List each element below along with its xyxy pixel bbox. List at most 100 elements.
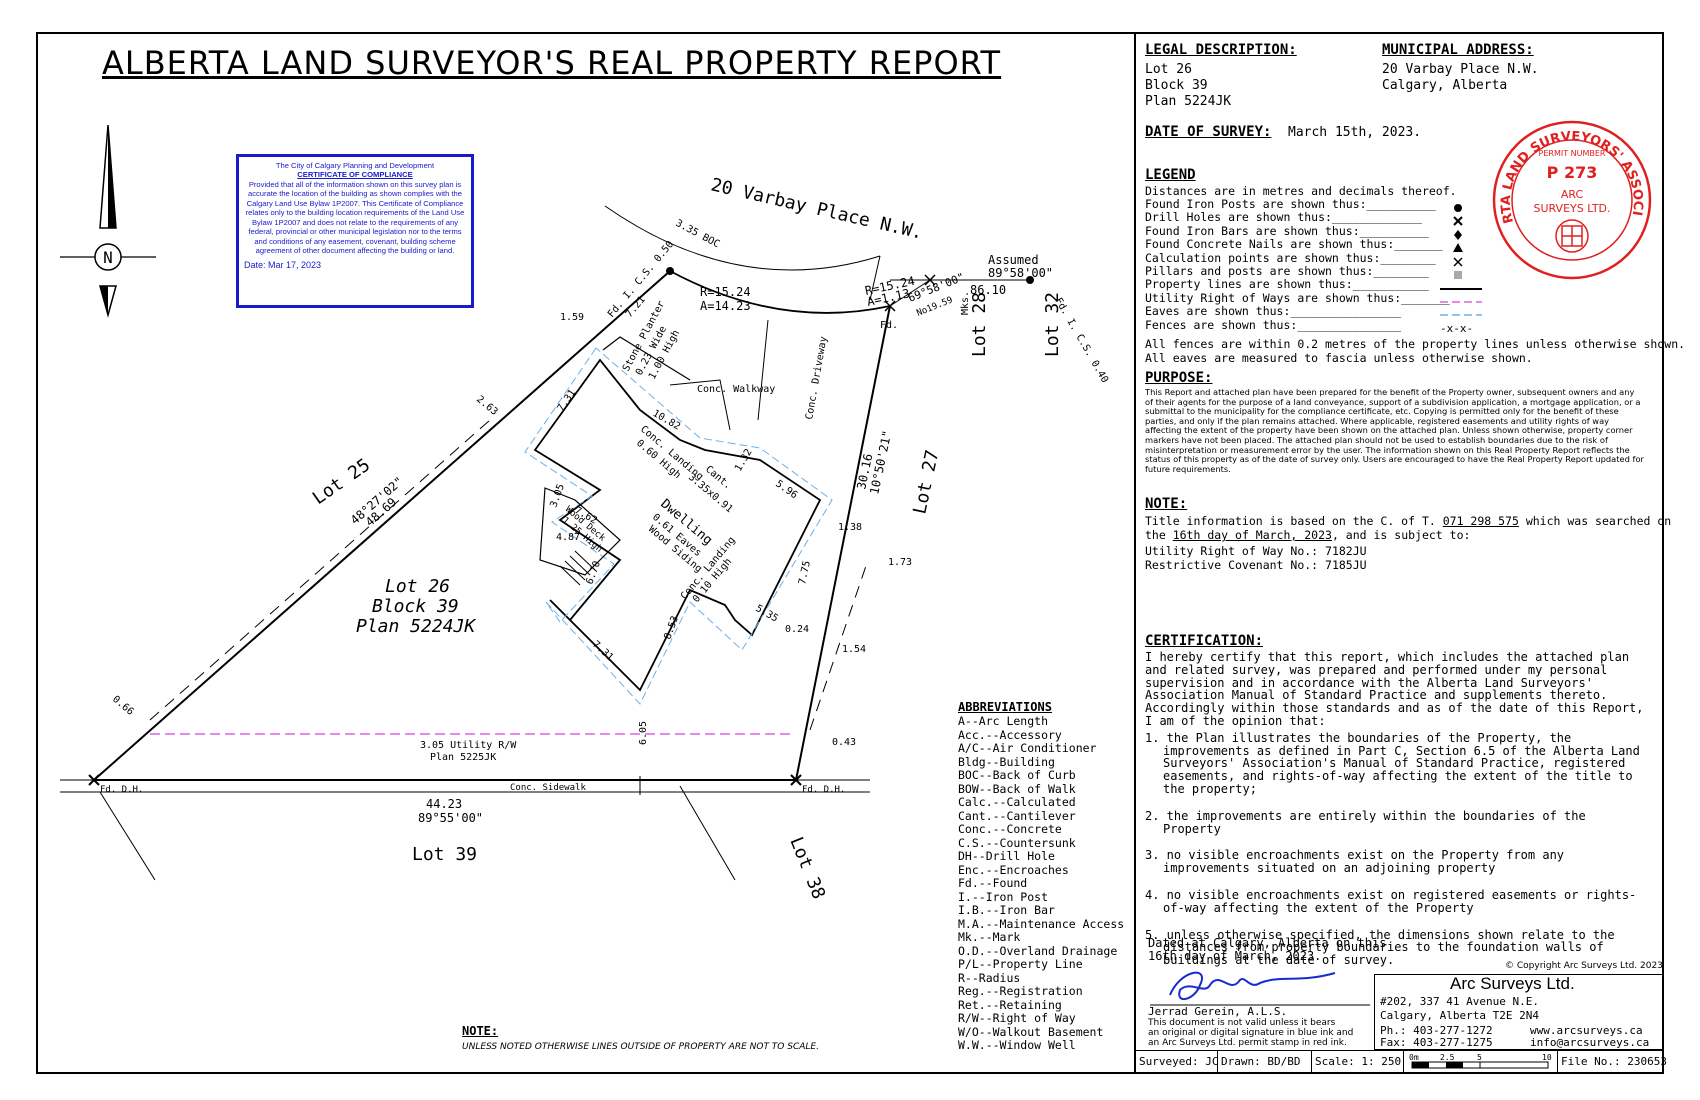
certificate-dept: The City of Calgary Planning and Develop… — [275, 161, 435, 170]
surveyed-by: Surveyed: JC — [1136, 1050, 1218, 1074]
legend-item: Drill Holes are shown thus:_____________ — [1145, 210, 1422, 225]
assumed-bearing: 89°58'00" — [988, 266, 1053, 280]
company-address-2: Calgary, Alberta T2E 2N4 — [1380, 1009, 1539, 1022]
dim-0-43: 0.43 — [832, 737, 856, 748]
municipal-heading: MUNICIPAL ADDRESS: — [1382, 42, 1534, 58]
site-plan: N 20 Varbay Place N.W. Lot 26 Bloc — [60, 124, 1110, 902]
abbreviations-list: A--Arc Length Acc.--Accessory A/C--Air C… — [958, 714, 1124, 1053]
legal-heading: LEGAL DESCRIPTION: — [1145, 42, 1297, 58]
abbreviation-item: R--Radius — [958, 970, 1021, 985]
restrictive-covenant-label: Restrictive Covenant No.: — [1145, 558, 1319, 572]
dim-0-66: 0.66 — [110, 694, 136, 718]
certification-item: 2. the improvements are entirely within … — [1145, 808, 1586, 836]
abbreviation-item: Fd.--Found — [958, 876, 1028, 890]
north-arrow-icon: N — [60, 124, 156, 318]
legend-foot-2: All eaves are measured to fascia unless … — [1145, 351, 1533, 365]
abbreviation-item: BOC--Back of Curb — [958, 768, 1076, 782]
stamp-company-2: SURVEYS LTD. — [1533, 202, 1610, 215]
plan-note-text: UNLESS NOTED OTHERWISE LINES OUTSIDE OF … — [462, 1042, 819, 1052]
stamp-company-1: ARC — [1561, 188, 1584, 201]
dim-7-75: 7.75 — [797, 560, 813, 586]
abbreviation-item: W.W.--Window Well — [958, 1038, 1076, 1052]
dim-7-31a: 7.31 — [555, 388, 578, 414]
dim-8-53: 8.53 — [662, 615, 681, 641]
validity-line-1: This document is not valid unless it bea… — [1148, 1018, 1336, 1028]
certification-body: I hereby certify that this report, which… — [1145, 651, 1645, 981]
dated-line-2: 16th day of March, 2023. — [1148, 949, 1322, 963]
utility-plan-label: Plan 5225JK — [430, 752, 496, 763]
found-iron-post-icon — [1026, 276, 1034, 284]
restrictive-covenant-number: Restrictive Covenant No.: 7185JU — [1145, 558, 1367, 572]
title-note-line-2: the 16th day of March, 2023, and is subj… — [1145, 528, 1470, 542]
fd-dh-right: Fd. D.H. — [802, 785, 845, 795]
found-iron-post-icon — [666, 267, 674, 275]
certification-item: 3. no visible encroachments exist on the… — [1145, 848, 1565, 876]
stamp-permit-number: P 273 — [1547, 163, 1598, 182]
company-website[interactable]: www.arcsurveys.ca — [1530, 1024, 1643, 1037]
abbreviation-item: A/C--Air Conditioner — [958, 741, 1097, 755]
company-fax: Fax: 403-277-1275 — [1380, 1036, 1493, 1049]
plan-note-heading: NOTE: — [462, 1024, 499, 1038]
file-number: File No.: 230653 — [1561, 1055, 1667, 1068]
abbreviation-item: Enc.--Encroaches — [958, 862, 1069, 877]
abbreviation-item: Reg.--Registration — [958, 984, 1083, 998]
legend-item: Pillars and posts are shown thus:_______… — [1145, 264, 1429, 279]
abbreviation-item: W/O--Walkout Basement — [958, 1024, 1104, 1039]
abbreviation-item: Ret.--Retaining — [958, 997, 1062, 1012]
scale-10: 10 — [1542, 1053, 1552, 1062]
lot-28-label: Lot 28 — [969, 292, 990, 357]
south-bearing: 89°55'00" — [418, 811, 483, 825]
legend-item: Calculation points are shown thus:______… — [1145, 250, 1436, 265]
legend-pillar-icon — [1454, 271, 1462, 279]
abbreviation-item: P/L--Property Line — [958, 957, 1083, 971]
certificate-date: Date: Mar 17, 2023 — [244, 259, 322, 270]
fd-dh-left: Fd. D.H. — [100, 785, 143, 795]
legend-item: Property lines are shown thus:__________… — [1145, 277, 1429, 292]
municipal-line1: 20 Varbay Place N.W. — [1382, 62, 1539, 77]
calculation-point-icon — [924, 274, 936, 286]
scale-0: 0m — [1409, 1053, 1419, 1062]
scale-2-5: 2.5 — [1440, 1053, 1455, 1062]
conc-walkway-label: Conc. Walkway — [697, 384, 775, 395]
lot-26-label: Lot 26 — [385, 576, 450, 597]
purpose-text: This Report and attached plan have been … — [1145, 387, 1644, 474]
legend-concrete-nail-icon — [1453, 243, 1463, 252]
lot-32-label: Lot 32 — [1042, 292, 1063, 357]
title-note-line-1: Title information is based on the C. of … — [1145, 514, 1671, 528]
validity-line-2: an original or digital signature in blue… — [1148, 1028, 1354, 1038]
company-phone: Ph.: 403-277-1272 — [1380, 1024, 1493, 1037]
abbreviation-item: Bldg--Building — [958, 754, 1055, 769]
certificate-of-compliance: The City of Calgary Planning and Develop… — [236, 154, 474, 308]
drill-hole-icon — [790, 774, 802, 786]
dim-5-96: 5.96 — [773, 478, 799, 501]
abbreviation-item: Conc.--Concrete — [958, 822, 1062, 836]
legend-iron-post-icon — [1454, 204, 1462, 212]
utility-row-value: 7182JU — [1325, 544, 1367, 558]
legend-symbols: -x-x- — [1440, 204, 1482, 334]
legend-fence-icon: -x-x- — [1440, 322, 1473, 334]
abbreviation-item: Calc.--Calculated — [958, 795, 1076, 809]
dim-4-87: 4.87 — [556, 532, 580, 543]
legend-item: Found Iron Posts are shown thus:________… — [1145, 197, 1436, 211]
legal-plan: Plan 5224JK — [1145, 94, 1232, 109]
curve1-arc: A=14.23 — [700, 299, 751, 313]
legend-item: Found Iron Bars are shown thus:_________… — [1145, 223, 1429, 238]
certification-heading: CERTIFICATION: — [1145, 633, 1264, 649]
legend-calc-point-icon — [1453, 257, 1463, 267]
dim-6-70: 6.70 — [584, 560, 603, 586]
utility-row-number: Utility Right of Way No.: 7182JU — [1145, 544, 1367, 558]
company-email[interactable]: info@arcsurveys.ca — [1530, 1036, 1650, 1049]
drawing-frame — [36, 32, 1664, 1074]
sidewalk-label: Conc. Sidewalk — [510, 783, 586, 793]
assumed-label: Assumed — [988, 253, 1039, 267]
scale-bar-graphic: 0m 2.5 5 10 — [1409, 1053, 1552, 1069]
legend-item: Found Concrete Nails are shown thus:____… — [1145, 237, 1443, 252]
abbreviation-item: I.B.--Iron Bar — [958, 903, 1055, 917]
title-note-text: the — [1145, 528, 1173, 542]
permit-stamp: ALBERTA LAND SURVEYORS' ASSOCIATION PERM… — [1490, 118, 1652, 280]
legend-item: Eaves are shown thus:________________ — [1145, 304, 1402, 319]
panel-divider — [1134, 32, 1136, 1074]
certification-intro: I hereby certify that this report, which… — [1145, 650, 1644, 728]
title-note-text: Title information is based on the C. of … — [1145, 514, 1443, 528]
dim-1-54: 1.54 — [842, 644, 866, 655]
